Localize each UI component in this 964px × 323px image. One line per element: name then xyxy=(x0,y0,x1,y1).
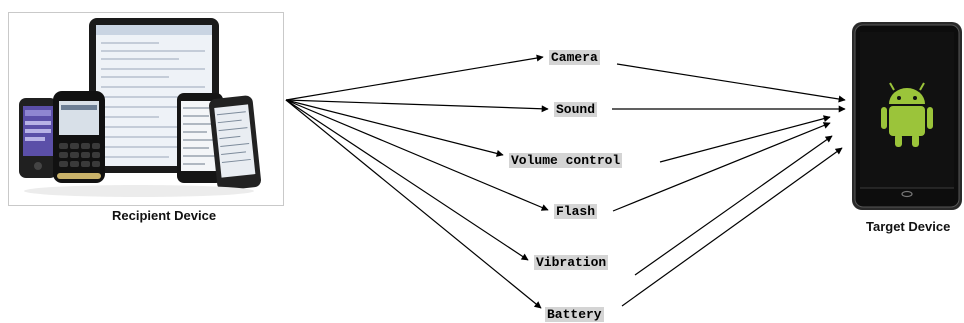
arrow-to-battery xyxy=(285,99,542,309)
smartphone-icon-2 xyxy=(209,95,261,191)
arrow-flash-to-target xyxy=(612,122,831,212)
arrow-battery-to-target xyxy=(621,147,843,307)
arrow-to-vibration xyxy=(285,99,529,261)
feature-battery: Battery xyxy=(545,307,604,322)
feature-vibration: Vibration xyxy=(534,255,609,270)
feature-volume-control: Volume control xyxy=(509,153,623,168)
arrow-to-flash xyxy=(285,99,549,211)
android-robot-icon xyxy=(881,82,933,147)
target-device-caption: Target Device xyxy=(866,219,951,234)
blackberry-icon xyxy=(53,91,105,183)
feature-camera: Camera xyxy=(549,50,600,65)
feature-sound: Sound xyxy=(554,102,598,117)
arrow-vibration-to-target xyxy=(634,135,833,276)
feature-flash: Flash xyxy=(554,204,598,219)
phone-icon xyxy=(19,98,57,178)
arrow-to-camera xyxy=(285,54,544,101)
target-device-image xyxy=(852,22,962,212)
arrow-to-sound xyxy=(285,99,549,113)
arrow-to-volume-control xyxy=(285,99,504,157)
arrow-camera-to-target xyxy=(616,63,846,103)
arrow-volume-to-target xyxy=(659,115,831,163)
recipient-device-caption: Recipient Device xyxy=(112,208,217,223)
recipient-device-image xyxy=(8,12,284,206)
